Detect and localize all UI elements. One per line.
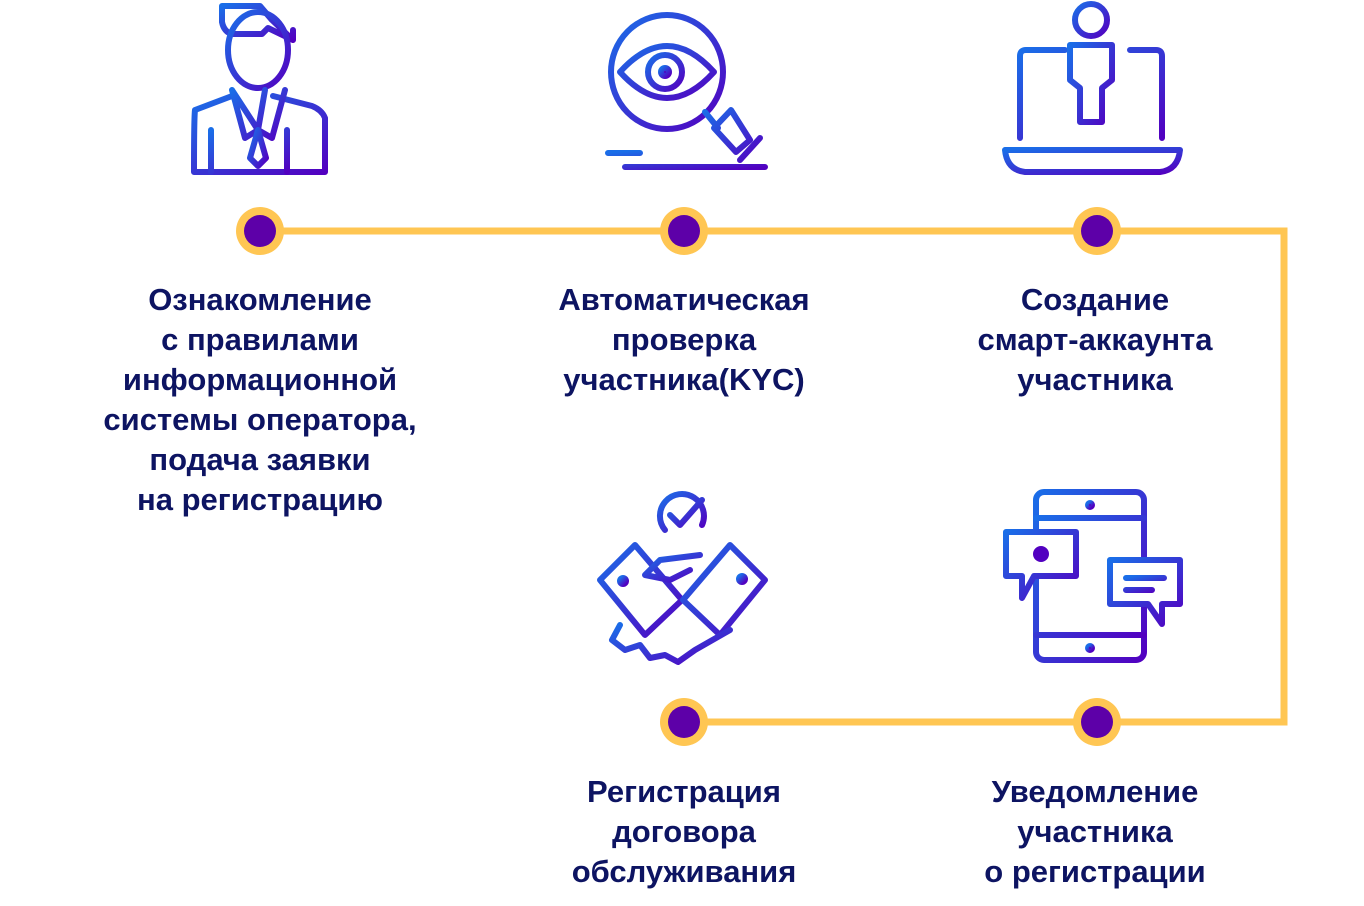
person-icon [191, 3, 328, 175]
handshake-icon [597, 490, 768, 665]
step-node-3 [1073, 207, 1121, 255]
step-node-2 [660, 207, 708, 255]
phone-notification-icon [1003, 489, 1183, 663]
laptop-user-icon [1002, 1, 1183, 175]
magnifier-eye-icon [605, 12, 768, 170]
connector-line [260, 227, 1288, 726]
step-node-4 [660, 698, 708, 746]
step-node-5 [1073, 698, 1121, 746]
step-node-1 [236, 207, 284, 255]
